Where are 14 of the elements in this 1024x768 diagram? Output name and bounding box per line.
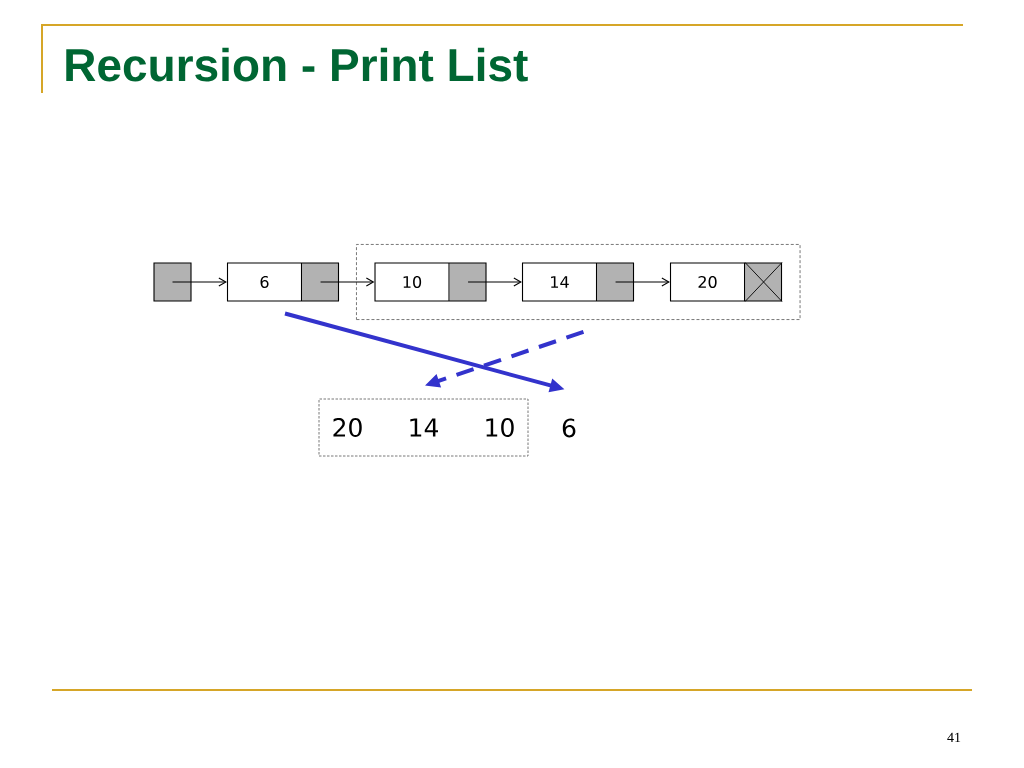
list-node: 14: [521, 262, 635, 302]
page-number: 41: [947, 732, 961, 742]
pointer-cell: [153, 262, 192, 302]
output-value: 6: [562, 418, 576, 438]
arrow: [615, 277, 670, 287]
arrow: [467, 277, 522, 287]
list-node: 6: [226, 262, 340, 302]
arrow: [171, 277, 227, 287]
group-box: [356, 244, 801, 320]
list-node: 20: [669, 262, 783, 302]
arrow: [320, 277, 375, 287]
list-node: 10: [374, 262, 487, 302]
slide-title: Recursion - Print List: [66, 47, 528, 82]
output-box: 20 14 10: [318, 398, 529, 457]
